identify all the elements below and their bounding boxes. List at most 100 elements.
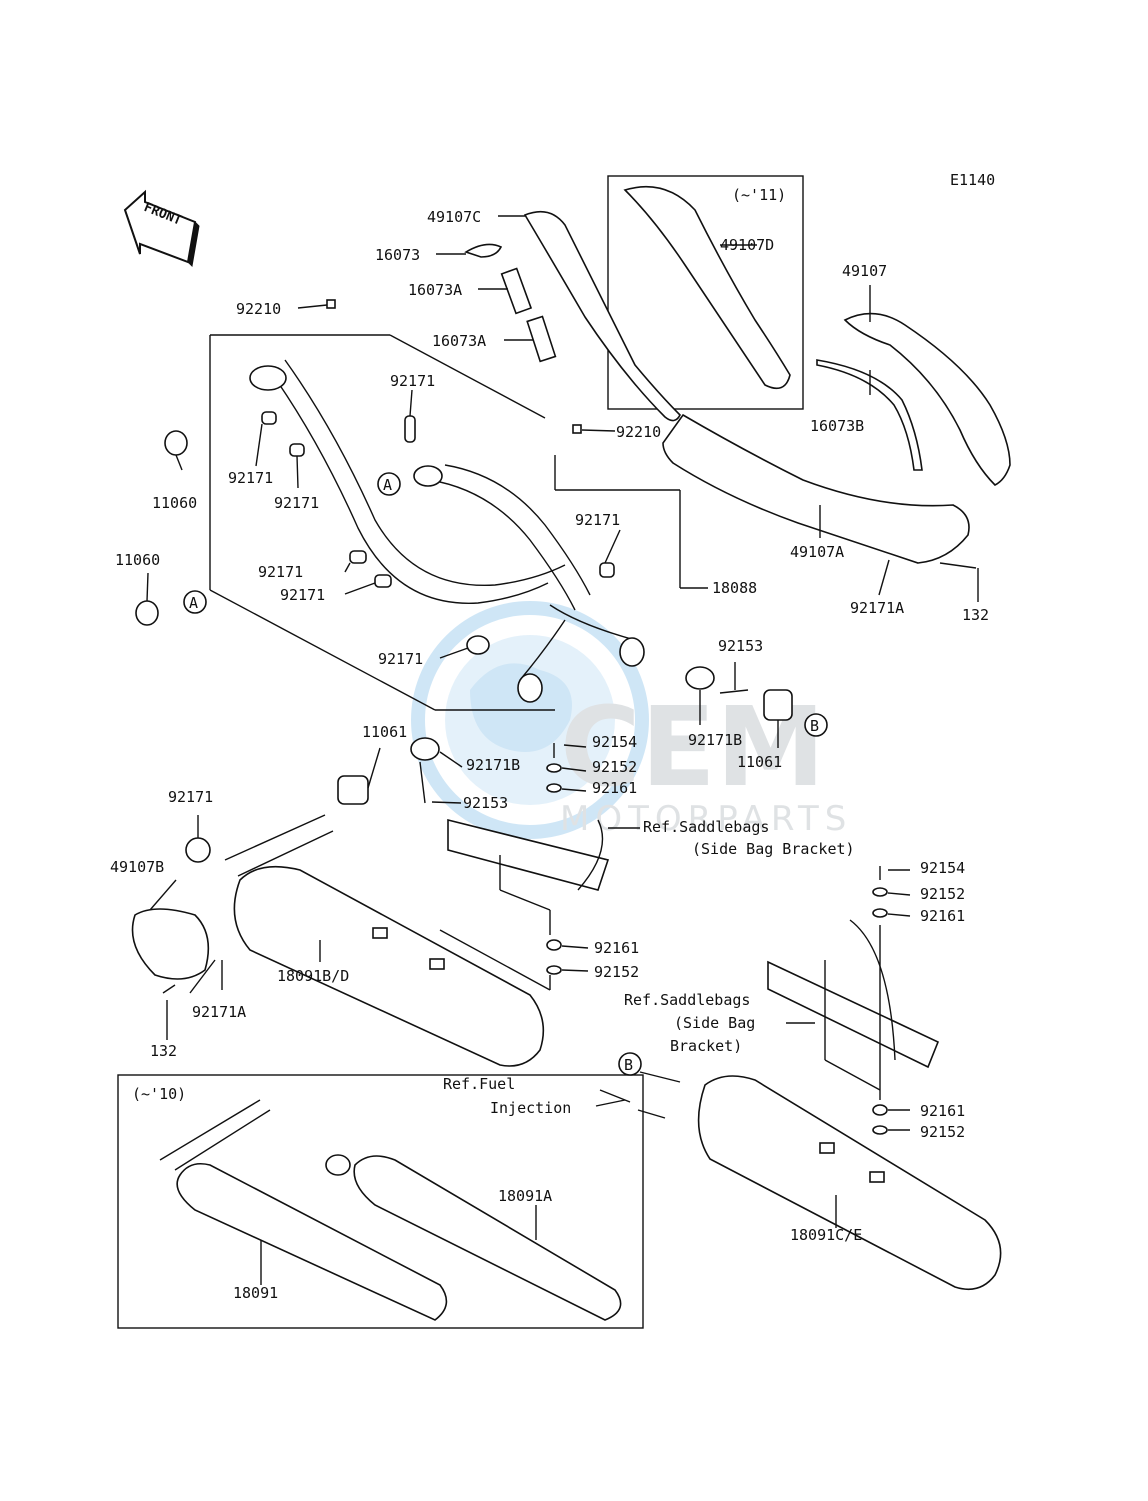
label-18091: 18091: [233, 1284, 278, 1302]
part-labels: 49107C 16073 16073A 16073A (~'11) 49107D…: [110, 186, 989, 1302]
label-18091A: 18091A: [498, 1187, 552, 1205]
connector-11061-left: [337, 775, 369, 805]
muffler-18091: [176, 1162, 448, 1321]
gasket-11060-1: [164, 430, 188, 456]
label-variant-11: (~'11): [732, 186, 786, 204]
label-92210-2: 92210: [616, 423, 661, 441]
marker-b-2-label: B: [624, 1056, 633, 1074]
bracket-tab-2: [429, 958, 445, 970]
label-92152-4: 92152: [920, 1123, 965, 1141]
watermark-sub: MOTORPARTS: [560, 799, 852, 839]
label-92161-2: 92161: [920, 907, 965, 925]
label-92171A-1: 92171A: [850, 599, 904, 617]
label-92171-2: 92171: [228, 469, 273, 487]
pipe-end-right: [619, 637, 645, 667]
flange-rear: [413, 465, 443, 487]
label-ref-saddlebags-2b: (Side Bag: [674, 1014, 755, 1032]
label-49107C: 49107C: [427, 208, 481, 226]
label-49107B: 49107B: [110, 858, 164, 876]
label-ref-fuel-b: Injection: [490, 1099, 571, 1117]
pad-16073A-2: [526, 315, 557, 363]
label-92153-2: 92153: [463, 794, 508, 812]
label-92171-4: 92171: [575, 511, 620, 529]
label-11060-1: 11060: [152, 494, 197, 512]
label-92171-7: 92171: [378, 650, 423, 668]
fuel-sensor: [599, 1089, 631, 1103]
heat-shield-49107C: [523, 210, 681, 422]
pad-16073A-1: [500, 267, 533, 315]
marker-a-2-label: A: [189, 594, 198, 612]
label-92171A-2: 92171A: [192, 1003, 246, 1021]
muffler-cover-49107B: [131, 908, 210, 980]
label-92154-2: 92154: [920, 859, 965, 877]
label-92153-1: 92153: [718, 637, 763, 655]
saddlebag-bracket-2: [767, 960, 940, 1069]
pad-16073: [464, 243, 503, 258]
label-92152-1: 92152: [592, 758, 637, 776]
pipe-end-left: [517, 673, 543, 703]
muffler-18091BD: [233, 865, 545, 1067]
label-132-1: 132: [962, 606, 989, 624]
marker-a-2: [183, 590, 207, 614]
muffler-18091CE: [697, 1075, 1002, 1291]
label-49107D: 49107D: [720, 236, 774, 254]
label-ref-saddlebags-1b: (Side Bag Bracket): [692, 840, 855, 858]
label-16073: 16073: [375, 246, 420, 264]
label-16073A-2: 16073A: [432, 332, 486, 350]
label-11060-2: 11060: [115, 551, 160, 569]
label-92152-2: 92152: [920, 885, 965, 903]
marker-a-1: [377, 472, 401, 496]
saddlebag-strut-2: [849, 919, 896, 1061]
label-92154-1: 92154: [592, 733, 637, 751]
label-11061-right: 11061: [737, 753, 782, 771]
label-92161-3: 92161: [594, 939, 639, 957]
muffler-18091BD-inlet: [224, 814, 334, 877]
label-variant-10: (~'10): [132, 1085, 186, 1103]
label-ref-saddlebags-1a: Ref.Saddlebags: [643, 818, 769, 836]
label-49107A: 49107A: [790, 543, 844, 561]
saddlebag-strut-1: [577, 819, 604, 891]
muffler-18091-inlet: [159, 1099, 271, 1171]
front-pipe-18088-b: [284, 359, 566, 587]
label-92152-3: 92152: [594, 963, 639, 981]
heat-shield-49107D: [623, 185, 791, 390]
label-92210-1: 92210: [236, 300, 281, 318]
marker-a-1-label: A: [383, 476, 392, 494]
label-92171-8: 92171: [168, 788, 213, 806]
diagram-code: E1140: [950, 171, 995, 189]
bracket-tab-1: [372, 927, 388, 939]
label-16073B: 16073B: [810, 417, 864, 435]
ref-markers: A A B B: [183, 472, 828, 1076]
label-49107: 49107: [842, 262, 887, 280]
label-132-2: 132: [150, 1042, 177, 1060]
label-92171-3: 92171: [274, 494, 319, 512]
label-18091BD: 18091B/D: [277, 967, 349, 985]
connector-11061-right: [763, 689, 793, 721]
label-18091CE: 18091C/E: [790, 1226, 862, 1244]
label-92171-5: 92171: [258, 563, 303, 581]
variant-10-box: [117, 1074, 644, 1329]
marker-b-1-label: B: [810, 717, 819, 735]
saddlebag-bracket-1: [447, 818, 610, 891]
bracket-tab-4: [869, 1171, 885, 1183]
leader-lines: [146, 215, 979, 1285]
label-92161-1: 92161: [592, 779, 637, 797]
label-92171-1: 92171: [390, 372, 435, 390]
gasket-11060-2: [135, 600, 159, 626]
heat-shield-49107A: [662, 413, 970, 564]
label-92171B-2: 92171B: [466, 756, 520, 774]
label-92171-6: 92171: [280, 586, 325, 604]
marker-b-2: [618, 1052, 642, 1076]
pipe-merge-left: [519, 619, 566, 681]
bracket-tab-3: [819, 1142, 835, 1154]
bolts: [162, 562, 977, 994]
label-16073A-1: 16073A: [408, 281, 462, 299]
label-ref-saddlebags-2c: Bracket): [670, 1037, 742, 1055]
label-18088: 18088: [712, 579, 757, 597]
label-92171B-1: 92171B: [688, 731, 742, 749]
muffler-18091A-inlet: [325, 1154, 351, 1176]
pipe-merge-right: [549, 604, 636, 641]
front-arrow-icon: FRONT: [123, 189, 200, 268]
